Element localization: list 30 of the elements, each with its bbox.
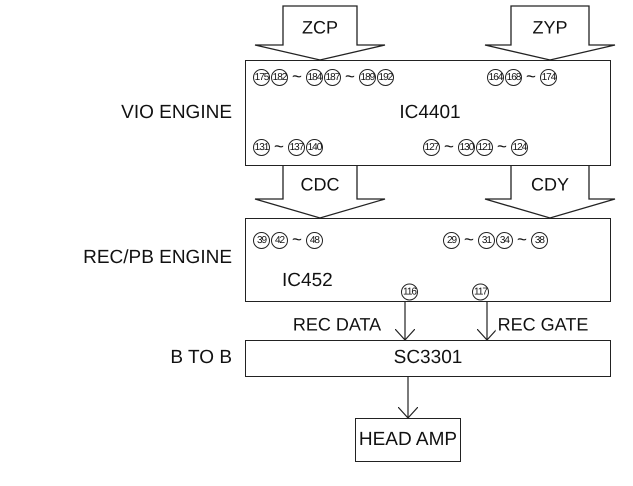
pin-numbers: 175 182 ~ 184 187 ~ 189 192 <box>253 67 394 87</box>
block-box <box>245 340 611 377</box>
arrow <box>476 302 498 341</box>
pin-numbers: 39 42 ~ 48 <box>253 230 323 250</box>
block-arrow <box>484 165 616 219</box>
section-label: REC/PB ENGINE <box>83 247 232 269</box>
block-label: SC3301 <box>394 347 462 369</box>
block-label: IC4401 <box>399 102 461 124</box>
edge-label: CDC <box>300 174 340 195</box>
block-label: HEAD AMP <box>358 429 458 451</box>
pin-numbers: 131 ~ 137 140 <box>253 137 323 157</box>
block-arrow <box>484 5 616 61</box>
block-arrow <box>254 5 386 61</box>
arrow <box>397 377 419 419</box>
pin-numbers: 116 <box>401 284 418 300</box>
pin-numbers: 29 ~ 31 34 ~ 38 <box>443 230 548 250</box>
pin-numbers: 164 168 ~ 174 <box>487 67 557 87</box>
block-box <box>245 60 611 166</box>
section-label: VIO ENGINE <box>121 102 232 124</box>
block-arrow <box>254 165 386 219</box>
block-box <box>355 418 461 462</box>
block-box <box>245 218 611 302</box>
block-label: IC452 <box>282 270 333 292</box>
arrow <box>394 302 416 341</box>
edge-label: CDY <box>530 174 570 195</box>
edge-label: ZYP <box>532 17 568 38</box>
pin-numbers: 117 <box>472 284 489 300</box>
pin-numbers: 127 ~ 130 121 ~ 124 <box>423 137 528 157</box>
section-label: B TO B <box>170 347 232 369</box>
edge-label: ZCP <box>301 17 339 38</box>
